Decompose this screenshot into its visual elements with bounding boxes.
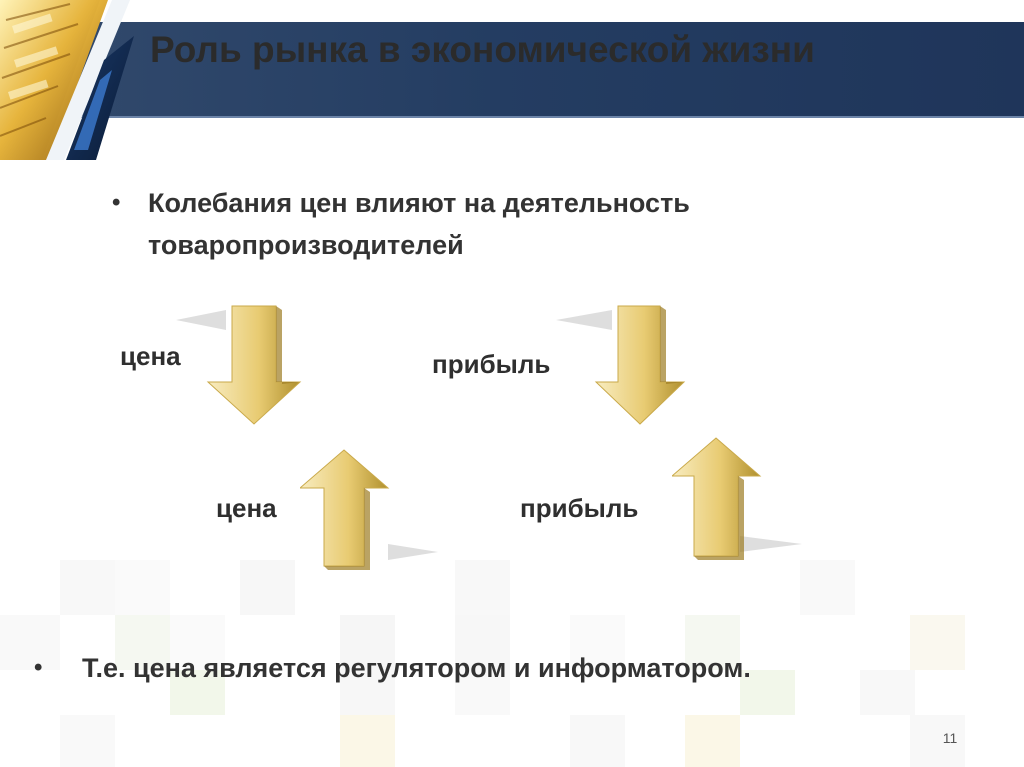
bullet-item: • Колебания цен влияют на деятельность т… [112,182,908,266]
price-label-up: цена [216,493,277,523]
title-bar [60,22,1024,118]
page-number: 11 [942,730,958,746]
up-arrow-icon [672,437,802,560]
bullet-text: Колебания цен влияют на деятельность тов… [148,188,690,260]
bullet-marker: • [112,189,121,216]
background-mosaic [0,560,1024,767]
gold-bars-icon [0,0,134,160]
up-arrow-icon [300,449,438,570]
bullet-marker: • [34,654,43,681]
down-arrow-icon [556,305,686,425]
profit-label-down: прибыль [432,349,551,379]
price-label-down: цена [120,341,181,371]
bullet-item: • Т.е. цена является регулятором и инфор… [34,648,982,688]
down-arrow-icon [176,305,302,425]
profit-label-up: прибыль [520,493,639,523]
slide-title: Роль рынка в экономической жизни [150,29,815,70]
bullet-text: Т.е. цена является регулятором и информа… [82,653,751,683]
